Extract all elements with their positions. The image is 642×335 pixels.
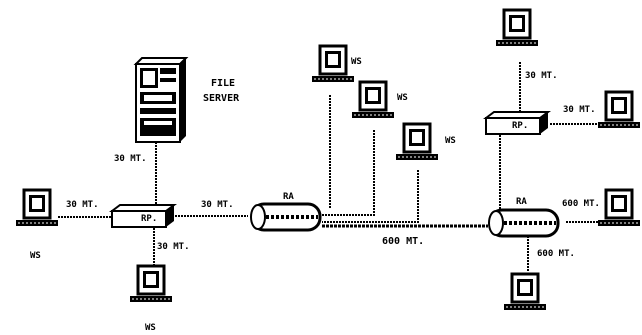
ws-mid2-label: WS	[397, 93, 408, 103]
ra1-label: RA	[283, 192, 294, 202]
rp2-label: RP.	[512, 121, 528, 131]
len-rp1-ra1: 30 MT.	[201, 200, 234, 210]
len-ws-left-rp1: 30 MT.	[66, 200, 99, 210]
ws-bottom-label: WS	[145, 323, 156, 333]
len-rp2-ws-top: 30 MT.	[525, 71, 558, 81]
len-ra2-ws-bottom: 600 MT.	[537, 249, 575, 259]
len-rp1-ws-bottom: 30 MT.	[157, 242, 190, 252]
workstation-right-rp2-icon	[596, 90, 642, 130]
workstation-bottomright-icon	[502, 272, 548, 312]
hub-ra1-icon	[249, 202, 322, 232]
file-server-icon	[133, 57, 189, 143]
workstation-mid3-icon	[394, 122, 440, 162]
ws-mid1-label: WS	[351, 57, 362, 67]
workstation-bottom-icon	[128, 264, 174, 304]
connections	[58, 62, 602, 272]
workstation-mid2-icon	[350, 80, 396, 120]
workstation-left-icon	[14, 188, 60, 228]
rp1-label: RP.	[141, 214, 157, 224]
file-server-label-line1: FILE	[211, 78, 235, 89]
workstation-right-ra2-icon	[596, 188, 642, 228]
hub-ra2-icon	[487, 208, 560, 238]
len-server-rp1: 30 MT.	[114, 154, 147, 164]
ra2-label: RA	[516, 197, 527, 207]
link-ra1-ws2	[322, 130, 375, 216]
len-ra1-ra2: 600 MT.	[382, 236, 424, 247]
link-ra1-ws3	[322, 170, 419, 223]
workstation-mid1-icon	[310, 44, 356, 84]
file-server-label-line2: SERVER	[203, 93, 240, 104]
ws-mid3-label: WS	[445, 136, 456, 146]
len-rp2-ws-right: 30 MT.	[563, 105, 596, 115]
ws-left-label: WS	[30, 251, 41, 261]
workstation-topright-icon	[494, 8, 540, 48]
len-ra2-ws-right: 600 MT.	[562, 199, 600, 209]
